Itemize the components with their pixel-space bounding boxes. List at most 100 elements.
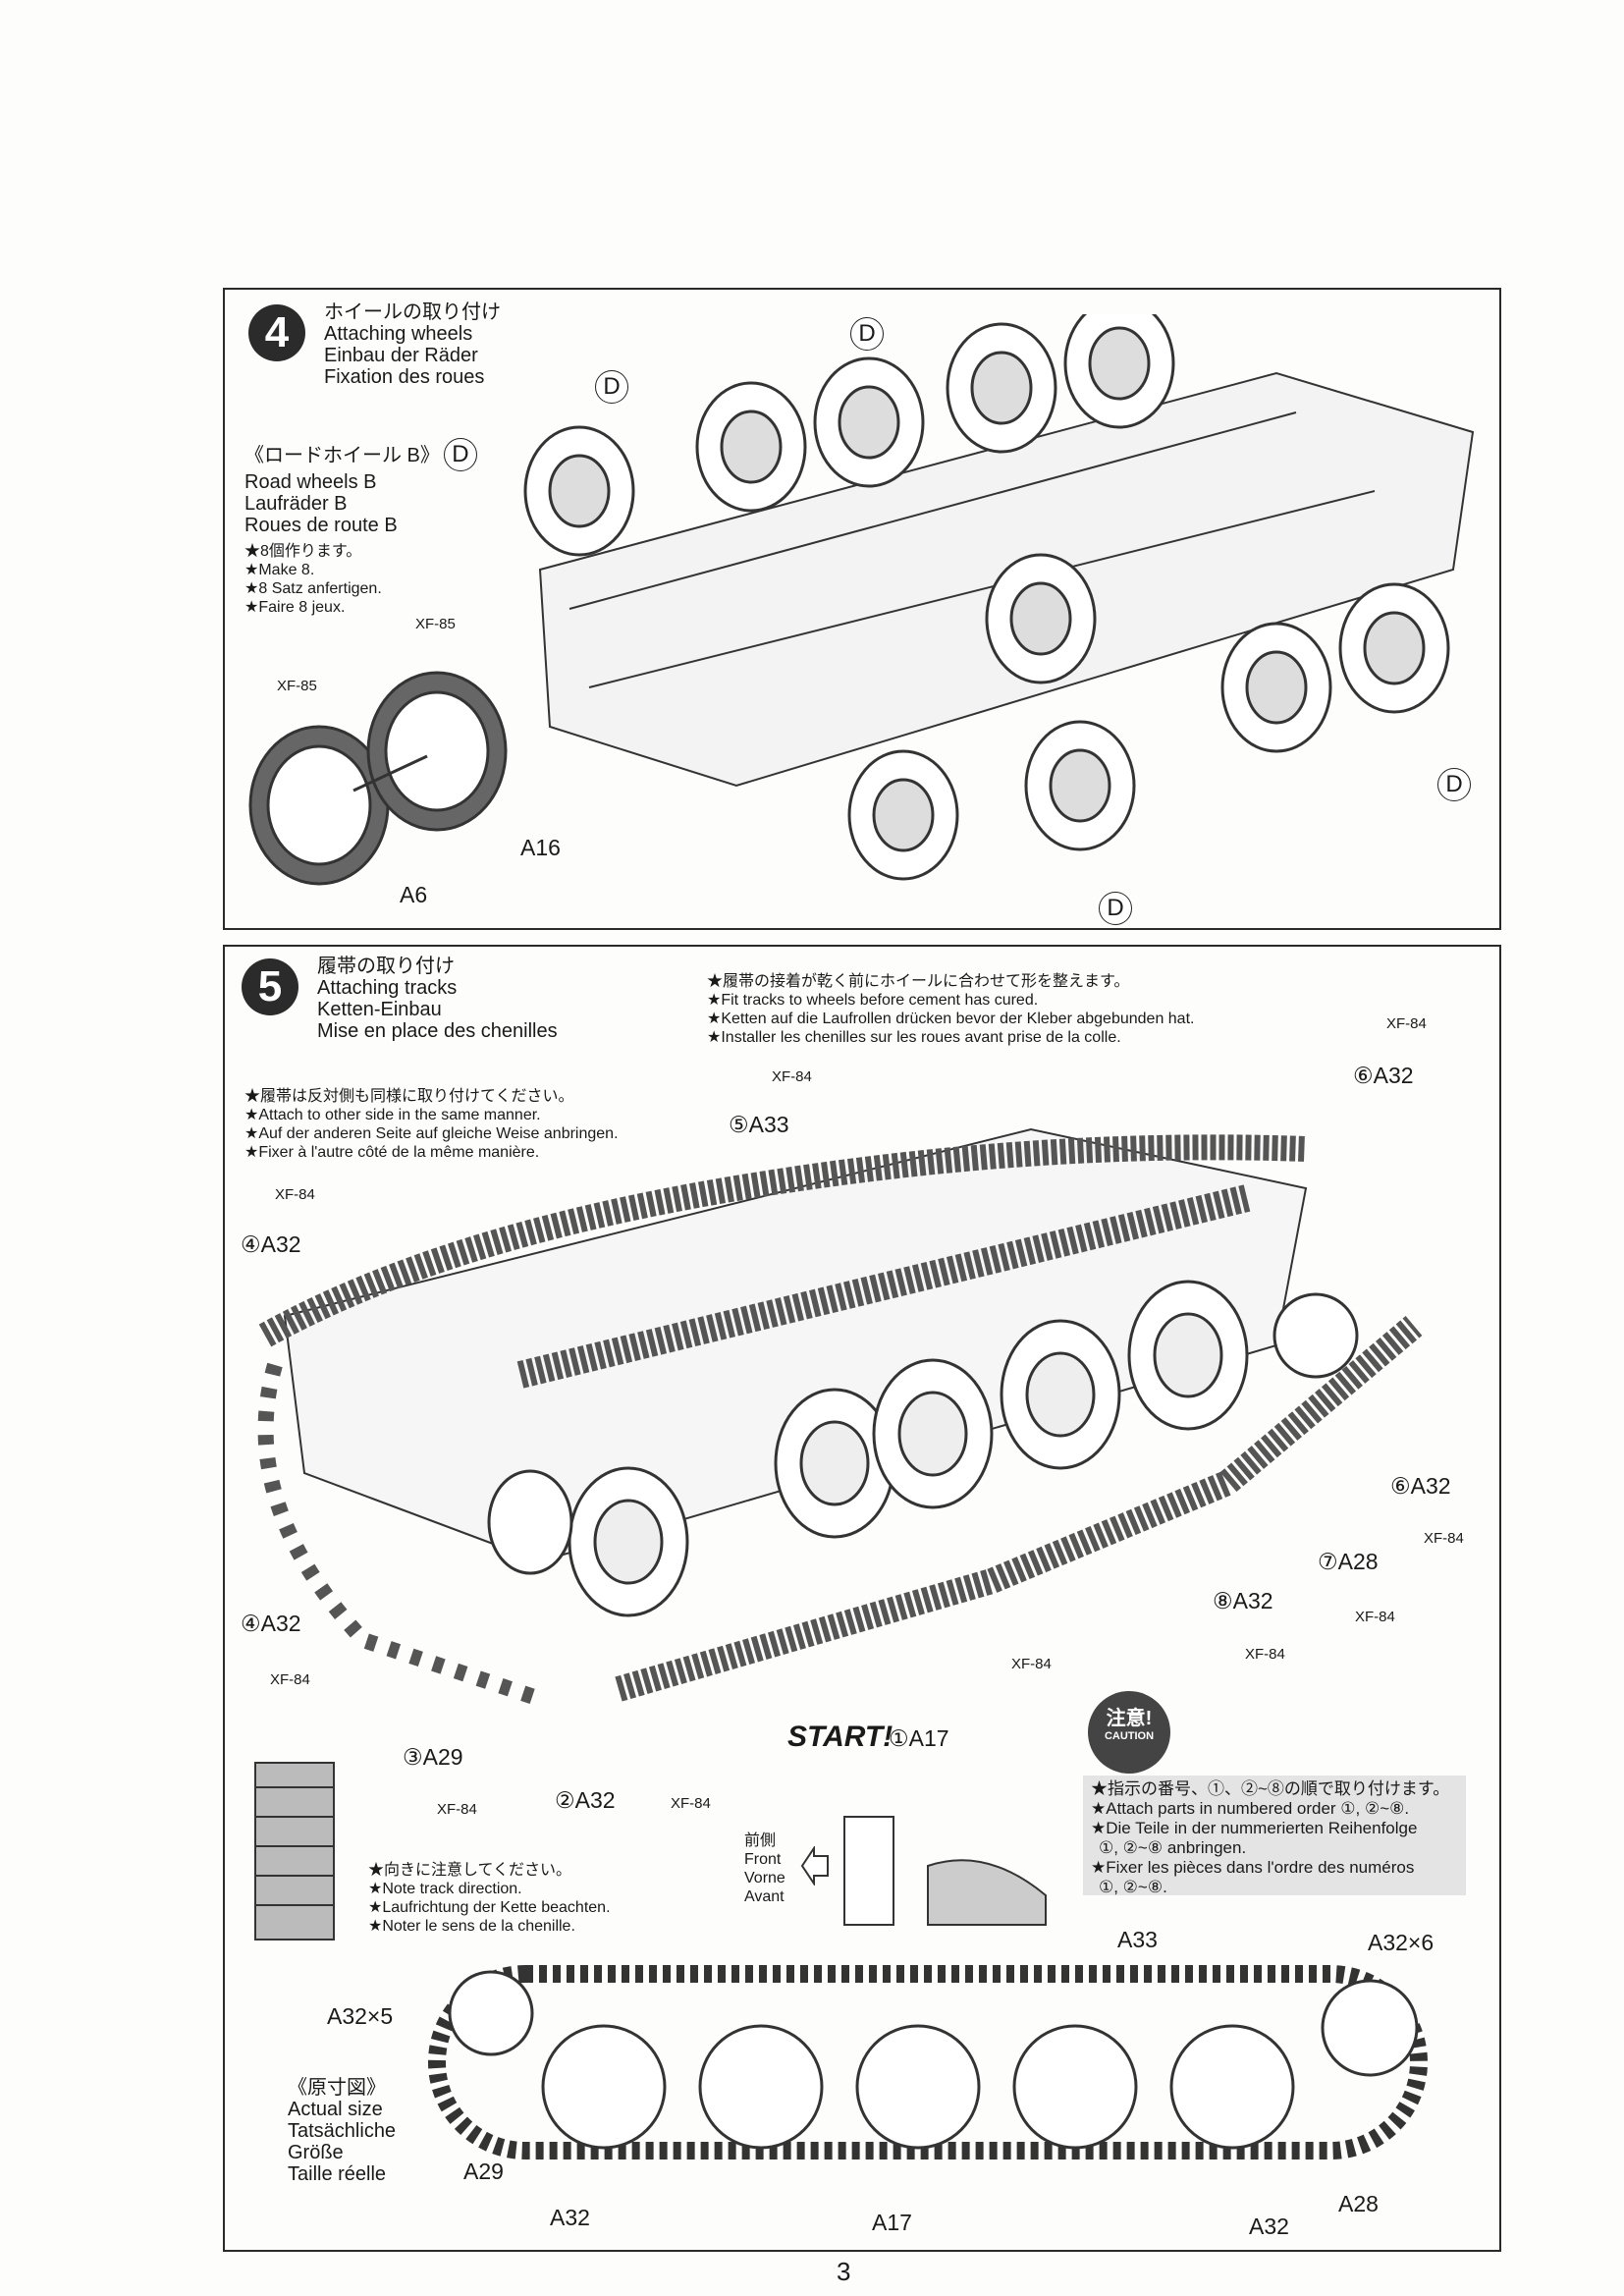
callout-d: D <box>1437 768 1471 801</box>
note: ★向きに注意してください。 <box>368 1862 572 1879</box>
actual-size-label: 《原寸図》 Actual size Tatsächliche Größe Tai… <box>288 2077 396 2185</box>
note: ①, ②~⑧. <box>1099 1878 1167 1896</box>
page-number: 3 <box>837 2257 851 2286</box>
part-label: ③A29 <box>403 1744 463 1770</box>
sub-fr: Roues de route B <box>244 515 398 536</box>
caution-en: CAUTION <box>1104 1730 1155 1742</box>
label-de: Tatsächliche <box>288 2120 397 2142</box>
road-wheels-label: 《ロードホイール B》D Road wheels B Laufräder B R… <box>244 438 477 536</box>
callout-d: D <box>850 317 884 351</box>
callout-d: D <box>595 370 628 404</box>
note: ★8個作ります。 <box>244 543 362 560</box>
part-label: ⑥A32 <box>1390 1473 1451 1499</box>
step4-hull-illustration <box>523 314 1475 881</box>
other-side-notes: ★履帯は反対側も同様に取り付けてください。 ★Attach to other s… <box>244 1087 619 1162</box>
caution-ja: 注意! <box>1106 1708 1153 1729</box>
caution-notes: ★指示の番号、①、②~⑧の順で取り付けます。 ★Attach parts in … <box>1083 1776 1466 1896</box>
paint-code: XF-84 <box>275 1186 315 1203</box>
sub-ja: 《ロードホイール B》 <box>244 445 440 466</box>
step5-title: 履帯の取り付け Attaching tracks Ketten-Einbau M… <box>317 956 558 1042</box>
paint-code: XF-85 <box>415 616 456 632</box>
part-label: A32×5 <box>327 2003 394 2029</box>
note: ★Ketten auf die Laufrollen drücken bevor… <box>707 1011 1195 1027</box>
front-fr: Avant <box>744 1888 785 1905</box>
front-de: Vorne <box>744 1870 785 1886</box>
caution-badge: 注意!CAUTION <box>1088 1691 1170 1774</box>
note: ★Make 8. <box>244 562 315 578</box>
paint-code: XF-84 <box>1245 1646 1285 1663</box>
label-ja: 《原寸図》 <box>288 2077 386 2099</box>
part-label: ⑧A32 <box>1213 1588 1273 1613</box>
part-label: A29 <box>463 2159 504 2184</box>
paint-code: XF-84 <box>270 1671 310 1688</box>
note: ★Note track direction. <box>368 1881 522 1897</box>
note: ①, ②~⑧ anbringen. <box>1099 1838 1247 1857</box>
track-direction-illustration <box>254 1762 335 1941</box>
part-label: A6 <box>400 882 428 907</box>
paint-code: XF-85 <box>277 678 317 694</box>
label-de: Größe <box>288 2142 344 2163</box>
part-label: A16 <box>520 835 561 860</box>
note: ★Faire 8 jeux. <box>244 599 346 616</box>
step4-panel <box>223 288 1501 930</box>
paint-code: XF-84 <box>1355 1609 1395 1625</box>
front-labels: 前側 Front Vorne Avant <box>744 1831 785 1906</box>
sub-code-circle: D <box>443 438 477 471</box>
paint-code: XF-84 <box>1011 1656 1052 1672</box>
paint-code: XF-84 <box>1424 1530 1464 1547</box>
part-label: A32×6 <box>1368 1930 1435 1955</box>
part-label: A33 <box>1117 1927 1158 1952</box>
title-ja: ホイールの取り付け <box>324 301 501 323</box>
part-label: A28 <box>1338 2191 1379 2216</box>
note: ★Attach parts in numbered order ①, ②~⑧. <box>1091 1799 1410 1818</box>
step5-panel <box>223 945 1501 2252</box>
note: ★Auf der anderen Seite auf gleiche Weise… <box>244 1125 619 1142</box>
part-label: ②A32 <box>555 1787 616 1813</box>
note: ★Installer les chenilles sur les roues a… <box>707 1029 1121 1046</box>
note: ★Fixer les pièces dans l'ordre des numér… <box>1091 1858 1415 1877</box>
note: ★Attach to other side in the same manner… <box>244 1107 541 1123</box>
sub-en: Road wheels B <box>244 471 377 493</box>
actual-size-track-illustration <box>428 1965 1428 2159</box>
step4-title: ホイールの取り付け Attaching wheels Einbau der Rä… <box>324 301 501 388</box>
direction-notes: ★向きに注意してください。 ★Note track direction. ★La… <box>368 1861 611 1936</box>
title-fr: Fixation des roues <box>324 366 485 388</box>
part-label: ④A32 <box>241 1231 301 1257</box>
title-en: Attaching tracks <box>317 977 458 999</box>
note: ★8 Satz anfertigen. <box>244 580 382 597</box>
part-label: ④A32 <box>241 1611 301 1636</box>
step5-number: 5 <box>242 958 298 1015</box>
road-wheel-parts-illustration <box>248 671 508 886</box>
note: ★Noter le sens de la chenille. <box>368 1918 575 1935</box>
part-label: ⑤A33 <box>729 1112 789 1137</box>
label-fr: Taille réelle <box>288 2163 387 2185</box>
step4-notes: ★8個作ります。 ★Make 8. ★8 Satz anfertigen. ★F… <box>244 542 382 617</box>
front-ja: 前側 <box>744 1832 777 1849</box>
front-en: Front <box>744 1851 782 1868</box>
note: ★Fixer à l'autre côté de la même manière… <box>244 1144 540 1161</box>
title-de: Einbau der Räder <box>324 345 478 366</box>
note: ★Fit tracks to wheels before cement has … <box>707 992 1039 1009</box>
paint-code: XF-84 <box>772 1068 812 1085</box>
part-label: A32 <box>1249 2214 1289 2239</box>
title-ja: 履帯の取り付け <box>317 956 455 977</box>
start-label: START! <box>787 1721 893 1753</box>
part-label: A32 <box>550 2205 590 2230</box>
step5-track-illustration <box>257 1127 1423 1707</box>
track-segment-detail <box>843 1816 1047 1926</box>
part-label: ⑥A32 <box>1353 1063 1414 1088</box>
step4-number: 4 <box>248 304 305 361</box>
title-de: Ketten-Einbau <box>317 999 442 1020</box>
part-label: ⑦A28 <box>1318 1549 1379 1574</box>
title-en: Attaching wheels <box>324 323 473 345</box>
note: ★履帯の接着が乾く前にホイールに合わせて形を整えます。 <box>707 973 1130 990</box>
paint-code: XF-84 <box>437 1801 477 1818</box>
callout-d: D <box>1099 892 1132 925</box>
sub-de: Laufräder B <box>244 493 348 515</box>
note: ★Laufrichtung der Kette beachten. <box>368 1899 611 1916</box>
paint-code: XF-84 <box>671 1795 711 1812</box>
part-label: ①A17 <box>889 1725 949 1751</box>
note: ★指示の番号、①、②~⑧の順で取り付けます。 <box>1091 1779 1450 1798</box>
front-arrow-icon <box>800 1846 829 1886</box>
